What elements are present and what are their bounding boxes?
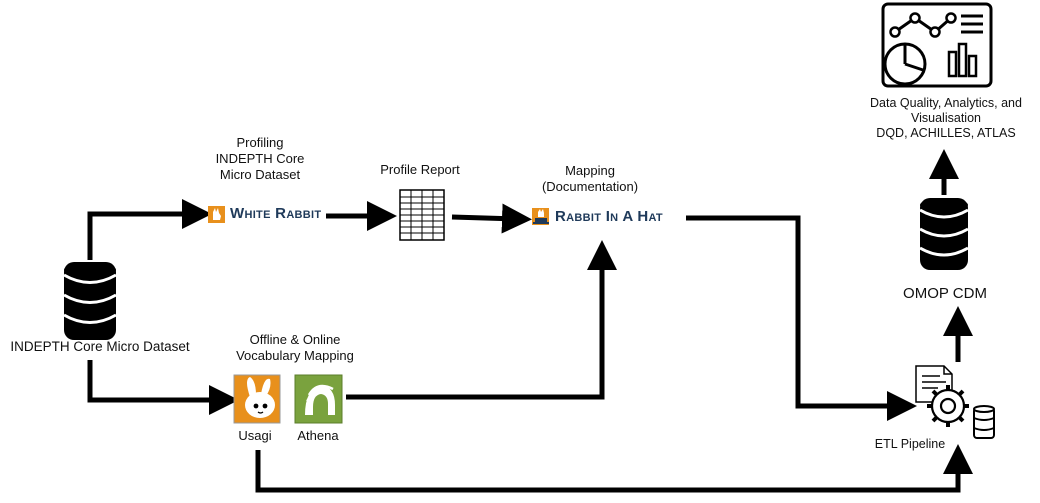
arrow-source-to-white-rabbit	[87, 199, 212, 260]
arrow-usagi-to-etl	[255, 444, 973, 493]
profile-report-label: Profile Report	[380, 162, 460, 177]
database-icon	[919, 198, 969, 270]
data-quality-label: Data Quality, Analytics, and Visualisati…	[852, 96, 1040, 141]
rabbit-in-a-hat-text: Rabbit In A Hat	[555, 208, 663, 225]
profiling-label: Profiling INDEPTH Core Micro Dataset	[205, 135, 315, 183]
omop-cdm-label: OMOP CDM	[903, 285, 987, 302]
arrow-report-to-rabbit-hat	[451, 203, 532, 234]
arrow-source-to-usagi	[87, 360, 239, 415]
mapping-line-1: Mapping	[565, 163, 615, 178]
athena-logo	[294, 374, 343, 424]
dq-line-2: Visualisation	[911, 111, 981, 125]
profiling-line-3: Micro Dataset	[219, 167, 301, 182]
profiling-line-1: Profiling	[236, 135, 284, 150]
white-rabbit-brand: White Rabbit	[230, 205, 321, 222]
rabbit-in-a-hat-logo	[532, 208, 549, 225]
arrow-rabbit-hat-to-etl	[686, 215, 917, 421]
usagi-label: Usagi	[238, 428, 272, 443]
mapping-line-2: (Documentation)	[541, 179, 639, 194]
rabbit-in-a-hat-brand: Rabbit In A Hat	[555, 208, 663, 225]
database-icon	[63, 262, 117, 340]
spreadsheet-icon	[399, 189, 445, 241]
athena-label: Athena	[297, 428, 339, 443]
profiling-line-2: INDEPTH Core	[215, 151, 305, 166]
usagi-logo	[233, 374, 281, 424]
mapping-label: Mapping (Documentation)	[525, 163, 655, 195]
dq-line-1: Data Quality, Analytics, and	[870, 96, 1022, 110]
white-rabbit-text: White Rabbit	[230, 205, 322, 222]
etl-pipeline-icon	[915, 365, 995, 439]
vocab-mapping-label: Offline & Online Vocabulary Mapping	[215, 332, 375, 364]
vocab-line-2: Vocabulary Mapping	[236, 348, 354, 363]
white-rabbit-logo	[208, 206, 225, 223]
dq-line-3: DQD, ACHILLES, ATLAS	[876, 126, 1016, 140]
source-label: INDEPTH Core Micro Dataset	[10, 339, 190, 354]
dashboard-analytics-icon	[881, 2, 993, 88]
etl-pipeline-label: ETL Pipeline	[874, 437, 946, 451]
connectors	[87, 149, 973, 493]
vocab-line-1: Offline & Online	[249, 332, 341, 347]
arrow-athena-to-rabbit-hat	[346, 240, 617, 400]
